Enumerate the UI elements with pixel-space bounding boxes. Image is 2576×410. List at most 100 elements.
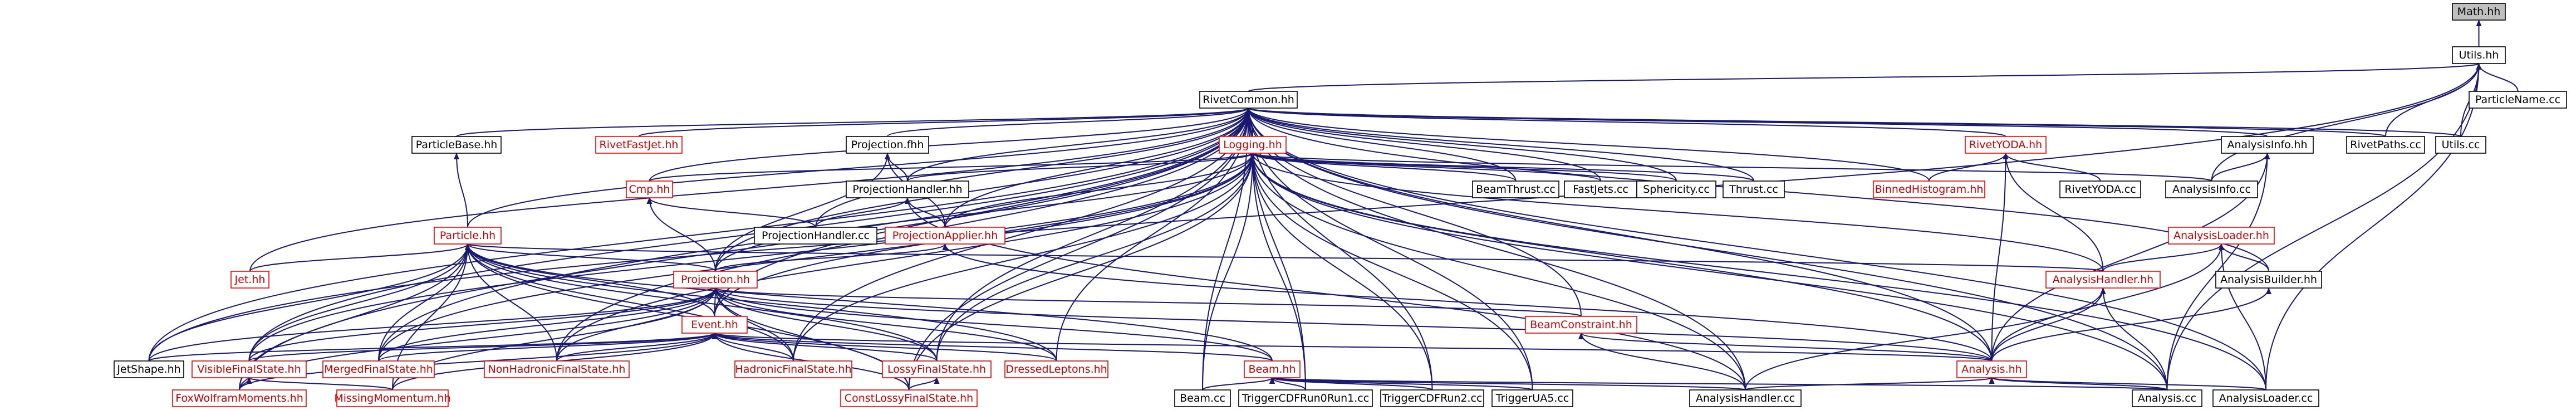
edge-jet_hh-to-rivetcommon_hh [249, 108, 1252, 272]
node-analysis-cc[interactable]: Analysis.cc [2132, 389, 2202, 407]
edge-cmp_hh-to-rivetcommon_hh [649, 108, 1252, 182]
node-analysisloader-cc[interactable]: AnalysisLoader.cc [2212, 389, 2319, 407]
node-missingmomentum-hh[interactable]: MissingMomentum.hh [334, 389, 451, 407]
node-dressedleptons-hh[interactable]: DressedLeptons.hh [1004, 360, 1108, 378]
edge-beamthrust_cc-to-logging_hh [1250, 153, 1517, 182]
node-beamthrust-cc[interactable]: BeamThrust.cc [1472, 180, 1559, 198]
edge-lossyfinalstate_hh-to-rivetcommon_hh [936, 108, 1252, 362]
node-box [1174, 389, 1231, 407]
node-label: Projection.fhh [851, 139, 924, 151]
node-fastjets-cc[interactable]: FastJets.cc [1564, 180, 1637, 198]
node-label: ConstLossyFinalState.hh [845, 392, 973, 404]
node-particlename-cc[interactable]: ParticleName.cc [2469, 91, 2567, 109]
edge-triggercdfrun2_cc-to-logging_hh [1250, 153, 1433, 391]
node-beam-hh[interactable]: Beam.hh [1244, 360, 1301, 378]
node-box [172, 389, 307, 407]
node-hadronicfinalstate-hh[interactable]: HadronicFinalState.hh [734, 360, 852, 378]
node-label: Beam.cc [1180, 392, 1225, 404]
edge-nonhadronicfinalstate_hh-to-particle_hh [465, 243, 557, 362]
edge-particlename_cc-to-utils_hh [2476, 63, 2519, 92]
edge-projection_hh-to-rivetcommon_hh [715, 108, 1252, 272]
node-mergedfinalstate-hh[interactable]: MergedFinalState.hh [322, 360, 435, 378]
node-box [734, 360, 852, 378]
node-analysis-hh[interactable]: Analysis.hh [1956, 360, 2027, 378]
node-box [2059, 180, 2141, 198]
node-projection-fhh[interactable]: Projection.fhh [846, 136, 929, 154]
node-event-hh[interactable]: Event.hh [681, 316, 748, 334]
node-thrust-cc[interactable]: Thrust.cc [1723, 180, 1785, 198]
node-foxwolframmoments-hh[interactable]: FoxWolframMoments.hh [172, 389, 307, 407]
node-triggercdfrun2-cc[interactable]: TriggerCDFRun2.cc [1380, 389, 1484, 407]
edge-projection_hh-to-projection_fhh [715, 153, 890, 272]
edge-analysisloader_cc-to-rivetcommon_hh [1245, 108, 2266, 391]
edge-beam_hh-to-event_hh [712, 333, 1273, 362]
edge-hadronicfinalstate_hh-to-projection_hh [713, 287, 794, 362]
edge-lossyfinalstate_hh-to-event_hh [712, 333, 938, 362]
node-label: Event.hh [691, 319, 738, 331]
node-nonhadronicfinalstate-hh[interactable]: NonHadronicFinalState.hh [484, 360, 630, 378]
node-rivetpaths-cc[interactable]: RivetPaths.cc [2346, 136, 2425, 154]
node-projectionhandler-hh[interactable]: ProjectionHandler.hh [846, 180, 969, 198]
node-analysisinfo-hh[interactable]: AnalysisInfo.hh [2221, 136, 2314, 154]
node-projection-hh[interactable]: Projection.hh [673, 271, 758, 289]
node-utils-cc[interactable]: Utils.cc [2435, 136, 2486, 154]
edge-analysisinfo_cc-to-utils_hh [2211, 63, 2482, 182]
node-label: Sphericity.cc [1643, 183, 1710, 196]
node-label: ParticleName.cc [2475, 94, 2560, 106]
node-cmp-hh[interactable]: Cmp.hh [626, 180, 673, 198]
node-particlebase-hh[interactable]: ParticleBase.hh [411, 136, 502, 154]
node-box [1238, 389, 1373, 407]
node-label: Logging.hh [1223, 139, 1282, 151]
node-box [2346, 136, 2425, 154]
node-label: TriggerUA5.cc [1495, 392, 1569, 404]
node-jet-hh[interactable]: Jet.hh [230, 271, 269, 289]
edge-projection_hh-to-particle_hh [465, 243, 716, 272]
node-box [2045, 271, 2161, 289]
node-logging-hh[interactable]: Logging.hh [1219, 136, 1287, 154]
node-box [1965, 136, 2047, 154]
node-rivetyoda-hh[interactable]: RivetYODA.hh [1965, 136, 2047, 154]
node-label: MissingMomentum.hh [334, 392, 450, 404]
edge-analysishandler_hh-to-analysisloader_hh [2102, 243, 2224, 272]
node-projectionapplier-hh[interactable]: ProjectionApplier.hh [885, 227, 1005, 245]
edge-analysishandler_hh-to-rivetyoda_hh [2003, 153, 2104, 272]
node-label: RivetFastJet.hh [600, 139, 679, 151]
node-analysisinfo-cc[interactable]: AnalysisInfo.cc [2165, 180, 2258, 198]
node-constlossyfinalstate-hh[interactable]: ConstLossyFinalState.hh [840, 389, 978, 407]
node-label: Cmp.hh [629, 183, 670, 196]
node-projectionhandler-cc[interactable]: ProjectionHandler.cc [754, 227, 877, 245]
node-rivetyoda-cc[interactable]: RivetYODA.cc [2059, 180, 2141, 198]
edge-dressedleptons_hh-to-rivetcommon_hh [1056, 108, 1252, 362]
node-analysisloader-hh[interactable]: AnalysisLoader.hh [2168, 227, 2275, 245]
node-binnedhistogram-hh[interactable]: BinnedHistogram.hh [1873, 180, 1985, 198]
node-rivetfastjet-hh[interactable]: RivetFastJet.hh [595, 136, 683, 154]
node-label: RivetPaths.cc [2350, 139, 2421, 151]
node-label: Analysis.hh [1961, 363, 2021, 375]
node-triggercdfrun0run1-cc[interactable]: TriggerCDFRun0Run1.cc [1238, 389, 1373, 407]
node-analysisbuilder-hh[interactable]: AnalysisBuilder.hh [2215, 271, 2322, 289]
node-analysishandler-cc[interactable]: AnalysisHandler.cc [1689, 389, 1802, 407]
node-box [1636, 180, 1716, 198]
node-beamconstraint-hh[interactable]: BeamConstraint.hh [1525, 316, 1637, 334]
node-sphericity-cc[interactable]: Sphericity.cc [1636, 180, 1716, 198]
node-label: Jet.hh [234, 274, 266, 286]
node-triggerua5-cc[interactable]: TriggerUA5.cc [1491, 389, 1573, 407]
edge-analysis_cc-to-analysishandler_hh [2100, 287, 2168, 391]
edge-triggercdfrun0run1_cc-to-logging_hh [1250, 153, 1306, 391]
node-rivetcommon-hh[interactable]: RivetCommon.hh [1199, 91, 1298, 109]
edge-mergedfinalstate_hh-to-event_hh [378, 333, 718, 362]
node-label: NonHadronicFinalState.hh [488, 363, 626, 375]
edge-beam_hh-to-particle_hh [465, 243, 1273, 362]
node-box [230, 271, 269, 289]
node-lossyfinalstate-hh[interactable]: LossyFinalState.hh [882, 360, 992, 378]
node-analysishandler-hh[interactable]: AnalysisHandler.hh [2045, 271, 2161, 289]
node-visiblefinalstate-hh[interactable]: VisibleFinalState.hh [192, 360, 307, 378]
edge-analysis_hh-to-rivetyoda_hh [1991, 153, 2009, 362]
node-particle-hh[interactable]: Particle.hh [434, 227, 502, 245]
node-utils-hh[interactable]: Utils.hh [2452, 46, 2506, 64]
node-beam-cc[interactable]: Beam.cc [1174, 389, 1231, 407]
node-box [1004, 360, 1108, 378]
node-jetshape-hh[interactable]: JetShape.hh [114, 360, 184, 378]
